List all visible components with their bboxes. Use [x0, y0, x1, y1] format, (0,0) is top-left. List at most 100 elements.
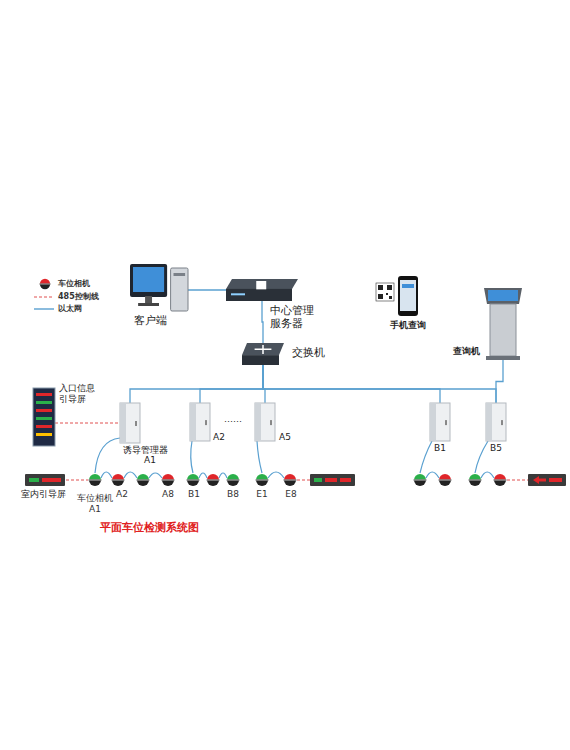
parking-cameras	[89, 474, 507, 486]
node-label: 查询机	[453, 346, 480, 357]
node-label: 客户端	[134, 314, 167, 327]
parking-camera	[256, 474, 269, 486]
parking-camera	[439, 474, 452, 486]
parking-camera	[284, 474, 297, 486]
phone-ui	[402, 284, 414, 288]
camera-label: B8	[227, 489, 239, 500]
kiosk-head	[484, 288, 522, 304]
led-segment	[549, 478, 562, 482]
parking-camera	[112, 474, 125, 486]
camera-label: E8	[285, 489, 296, 500]
camera-label: B1	[188, 489, 200, 500]
parking-camera	[227, 474, 240, 486]
node-sublabel: A1	[144, 455, 156, 466]
cabinet-body	[430, 403, 450, 441]
entrance-screen-row	[36, 433, 52, 436]
cabinet-side	[120, 403, 126, 443]
network-switch-icon	[242, 343, 284, 365]
entrance-screen-body	[33, 388, 55, 446]
entrance-guide-screen-icon	[33, 388, 55, 446]
node-label: A5	[279, 432, 291, 443]
parking-camera	[89, 474, 102, 486]
legend-text: 485控制线	[58, 292, 99, 302]
parking-camera	[162, 474, 175, 486]
rs485-wires	[66, 480, 528, 481]
guidance-manager: A2	[190, 403, 210, 441]
rs485-wire	[297, 480, 310, 481]
camera-feed	[95, 438, 120, 473]
monitor-screen	[133, 267, 164, 292]
parking-camera	[414, 474, 427, 486]
network-switch: 交换机	[242, 343, 284, 365]
legend-text: 车位相机	[58, 279, 90, 289]
led-screen	[310, 474, 355, 486]
legend-ethernet-sample	[34, 308, 54, 309]
node-label: 手机查询	[390, 320, 426, 331]
led-segment	[325, 478, 337, 482]
cabinet-side	[190, 403, 196, 441]
camera-wire	[426, 472, 439, 478]
camera-wire	[268, 472, 284, 478]
switch-front	[242, 355, 279, 365]
cabinet-body	[255, 403, 275, 441]
mobile-query-icon	[398, 276, 418, 316]
guidance-manager-icon	[486, 403, 506, 441]
camera-wire	[149, 473, 162, 478]
entrance-screen-row	[36, 417, 52, 420]
parking-camera	[207, 474, 220, 486]
qr-frame	[376, 283, 394, 301]
guidance-manager: B1	[430, 403, 450, 441]
cabinet-side	[430, 403, 436, 441]
guidance-manager-icon	[430, 403, 450, 441]
led-segment	[314, 478, 322, 482]
qr-block	[378, 285, 383, 290]
indoor-guide-screen-icon	[25, 474, 65, 486]
kiosk-base	[486, 356, 520, 360]
cabinet-handle	[501, 420, 503, 425]
guidance-manager-icon	[190, 403, 210, 441]
entrance-screen-row	[36, 393, 52, 396]
camera-wire	[124, 472, 137, 478]
guidance-manager-icon	[120, 403, 140, 443]
cabinet-body	[120, 403, 140, 443]
legend-camera-sample	[39, 279, 50, 289]
pc-drive	[174, 273, 186, 276]
node-label: 入口信息引导屏	[59, 383, 99, 405]
cabinet-handle	[445, 420, 447, 425]
management-server: 中心管理服务器	[226, 279, 298, 301]
ethernet-connector	[496, 360, 503, 403]
led-arrow	[533, 476, 546, 484]
camera-feed	[475, 441, 488, 473]
camera-label: A8	[162, 489, 174, 500]
legend-text: 以太网	[58, 304, 82, 314]
phone-body	[398, 276, 418, 316]
cabinet-handle	[270, 420, 272, 425]
camera-wire	[481, 472, 494, 478]
cabinet-body	[486, 403, 506, 441]
pc-tower	[171, 268, 188, 311]
guidance-manager: 诱导管理器A1	[120, 403, 140, 443]
rs485-wire	[507, 480, 528, 481]
guidance-manager-icon	[255, 403, 275, 441]
monitor-base	[138, 303, 159, 306]
kiosk-screen	[488, 290, 518, 301]
led-segment	[42, 478, 61, 482]
cabinet-side	[255, 403, 261, 441]
camera-feed	[420, 441, 432, 473]
qr-block	[378, 294, 383, 299]
legend-485-sample	[34, 297, 54, 298]
client-pc: 客户端	[130, 262, 188, 312]
query-kiosk: 查询机	[484, 288, 522, 360]
ethernet-connector	[262, 301, 263, 343]
node-label: 交换机	[292, 346, 325, 359]
legend-samples	[34, 279, 54, 309]
qr-block	[386, 293, 388, 295]
led-screen-body	[528, 474, 566, 486]
led-segment	[29, 478, 39, 482]
node-label: A2	[213, 432, 225, 443]
qr-block	[389, 296, 392, 299]
qr-code	[376, 283, 394, 301]
parking-camera	[137, 474, 150, 486]
